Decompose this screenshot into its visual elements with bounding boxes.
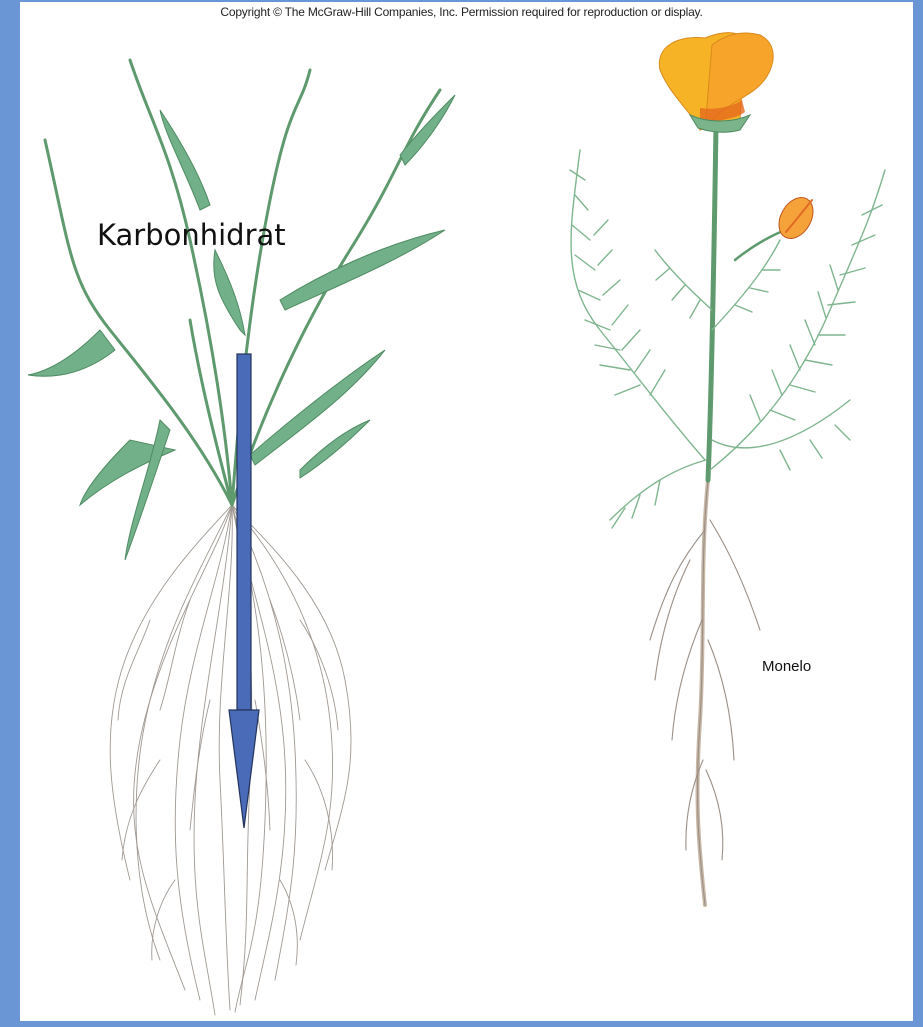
poppy-foliage xyxy=(570,150,885,528)
poppy-flower xyxy=(659,33,773,132)
copyright-notice: Copyright © The McGraw-Hill Companies, I… xyxy=(0,5,923,19)
monelo-label: Monelo xyxy=(762,658,811,675)
carbohydrate-arrow xyxy=(229,354,259,828)
poppy-bud xyxy=(735,191,820,260)
carbohydrate-label: Karbonhidrat xyxy=(97,218,286,252)
poppy-plant xyxy=(570,33,885,905)
poppy-stem xyxy=(708,125,716,480)
taproot xyxy=(650,480,760,905)
fibrous-roots xyxy=(110,505,351,1015)
